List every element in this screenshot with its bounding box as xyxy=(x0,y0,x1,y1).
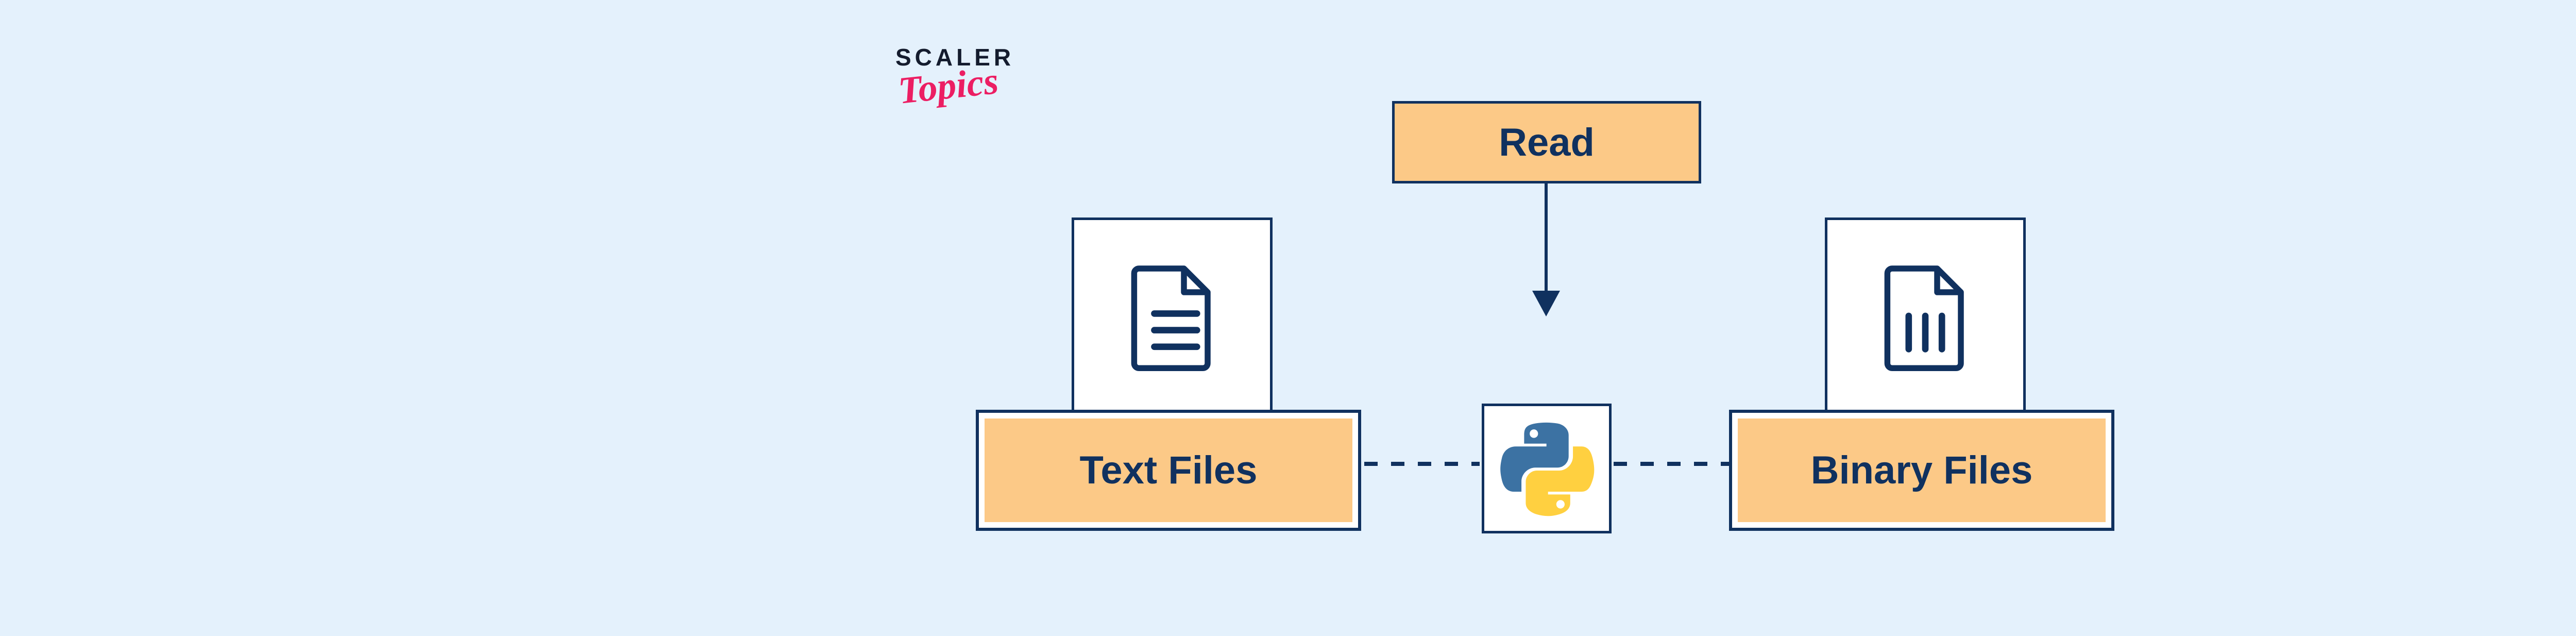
python-logo-icon xyxy=(1495,417,1598,520)
read-node: Read xyxy=(1392,101,1701,183)
python-to-binary-files-connector xyxy=(1614,462,1729,466)
scaler-topics-logo: SCALER Topics xyxy=(895,45,1050,141)
text-files-node-label: Text Files xyxy=(1079,448,1258,492)
document-lines-icon xyxy=(1113,257,1231,375)
text-files-node-fill: Text Files xyxy=(985,419,1352,522)
read-to-python-arrow xyxy=(1528,183,1564,317)
python-node xyxy=(1482,404,1612,533)
dashed-line-segment xyxy=(1614,462,1729,466)
logo-primary-text: SCALER xyxy=(895,44,1015,71)
document-bars-icon xyxy=(1866,257,1985,375)
binary-files-node-fill: Binary Files xyxy=(1738,419,2106,522)
dashed-line-segment xyxy=(1364,462,1480,466)
binary-files-node: Binary Files xyxy=(1729,410,2114,531)
binary-file-icon-card xyxy=(1825,217,2026,414)
text-files-node: Text Files xyxy=(976,410,1361,531)
read-node-label: Read xyxy=(1499,120,1595,164)
text-file-icon-card xyxy=(1072,217,1273,414)
binary-files-node-label: Binary Files xyxy=(1810,448,2033,492)
text-files-to-python-connector xyxy=(1364,462,1480,466)
